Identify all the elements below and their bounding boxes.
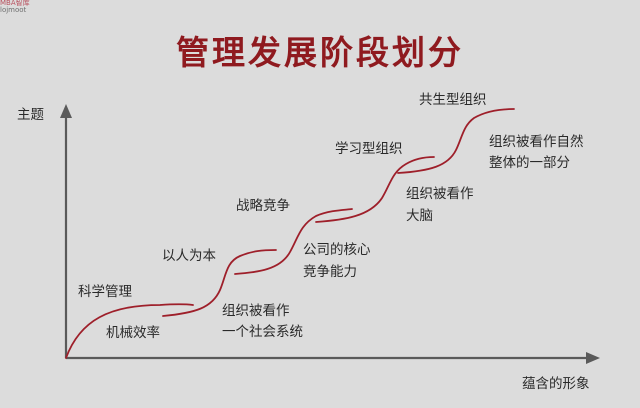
y-axis-label: 主题	[17, 107, 44, 123]
x-axis-arrow-icon	[586, 352, 600, 364]
stage-4-theme: 学习型组织	[335, 141, 403, 157]
stage-1-theme: 科学管理	[78, 284, 132, 300]
x-axis-label: 蕴含的形象	[522, 376, 590, 392]
stage-3-image-line2: 竞争能力	[303, 264, 357, 280]
growth-curves	[65, 108, 515, 359]
axes	[60, 104, 600, 364]
stage-5-theme: 共生型组织	[419, 92, 487, 108]
stage-3-theme: 战略竞争	[236, 198, 290, 214]
stage-4-image-line2: 大脑	[406, 208, 433, 224]
stage-5-image-line1: 组织被看作自然	[489, 134, 584, 150]
diagram-title: 管理发展阶段划分	[176, 33, 464, 72]
watermark: MBA智库 lojmoot	[0, 0, 30, 14]
stage-1-image: 机械效率	[106, 325, 160, 341]
stage-2-image-line2: 一个社会系统	[222, 324, 303, 340]
stage-2-image-line1: 组织被看作	[222, 303, 290, 319]
curve-stage-5	[397, 108, 515, 174]
curve-stage-2	[162, 249, 277, 317]
stage-4-image-line1: 组织被看作	[406, 186, 474, 202]
curve-stage-3	[234, 208, 353, 275]
watermark-line2: lojmoot	[0, 6, 27, 14]
curve-stage-1	[65, 303, 194, 359]
curve-stage-4	[315, 156, 435, 223]
stage-5-image-line2: 整体的一部分	[489, 155, 570, 171]
y-axis-arrow-icon	[60, 104, 72, 118]
watermark-line1: MBA智库	[0, 0, 30, 7]
stage-3-image-line1: 公司的核心	[303, 242, 371, 258]
stage-2-theme: 以人为本	[162, 248, 216, 264]
